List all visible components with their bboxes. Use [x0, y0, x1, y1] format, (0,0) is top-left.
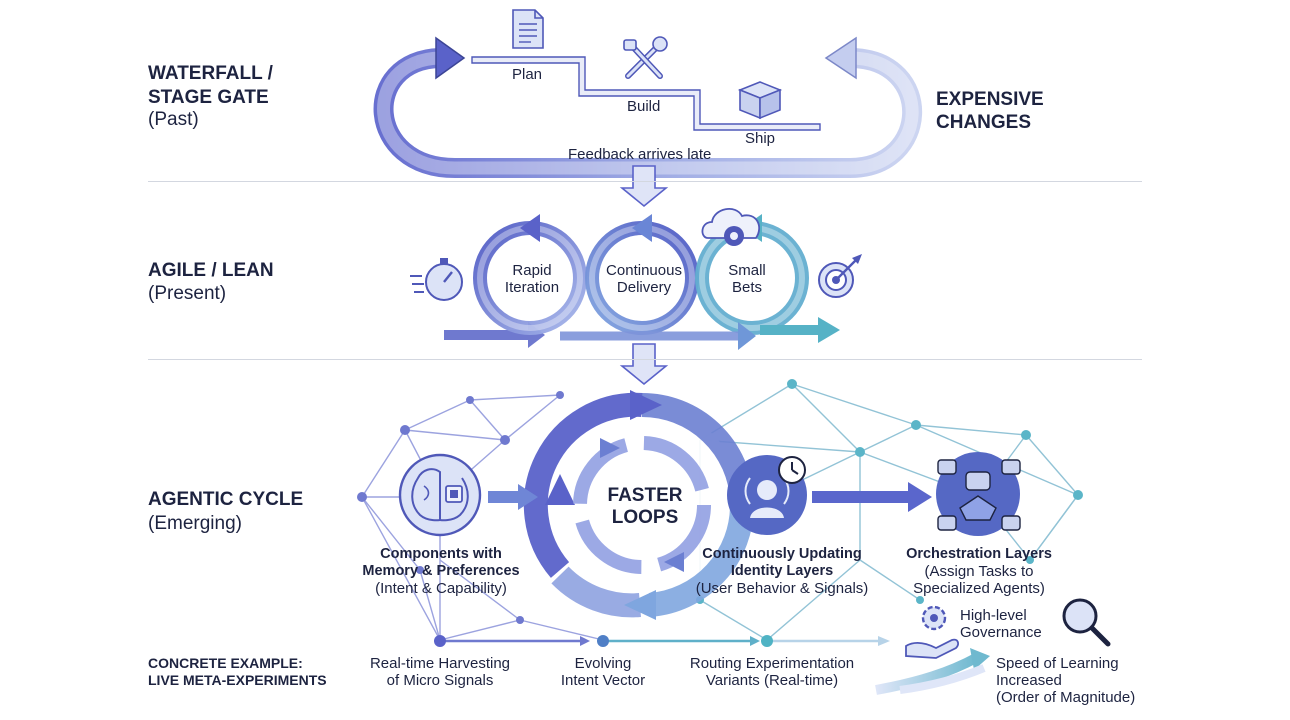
identity-line3: (User Behavior & Signals): [695, 580, 869, 597]
expensive-changes-line2: CHANGES: [936, 112, 1032, 133]
identity-line2: Identity Layers: [730, 563, 834, 579]
loop-small-bets-line2: Bets: [731, 279, 763, 296]
identity-person-icon: [727, 455, 807, 535]
loop-rapid-iteration-line1: Rapid: [512, 262, 552, 279]
waterfall-title-line1: WATERFALL /: [148, 63, 273, 84]
example-flow-line: [434, 635, 890, 647]
speed-line1: Speed of Learning: [996, 655, 1119, 672]
governance-line2: Governance: [960, 624, 1042, 641]
orchestration-line1: Orchestration Layers: [906, 546, 1052, 562]
magnifier-icon: [1062, 598, 1111, 647]
speed-line2: Increased: [996, 672, 1062, 689]
example-step-harvesting-line2: of Micro Signals: [386, 672, 494, 689]
target-icon: [818, 254, 862, 298]
components-line2: Memory & Preferences: [362, 563, 520, 579]
orchestration-line3: Specialized Agents): [913, 580, 1045, 597]
agents-robots-icon: [936, 452, 1021, 536]
loop-small-bets-line1: Small: [728, 262, 766, 279]
components-line3: (Intent & Capability): [375, 580, 507, 597]
brain-chip-icon: [398, 453, 482, 537]
speed-line3: (Order of Magnitude): [996, 689, 1136, 706]
loop-continuous-delivery-line1: Continuous: [606, 262, 682, 279]
divider-top: [148, 181, 1142, 182]
step-plan: Plan: [512, 66, 543, 83]
agentic-subtitle: (Emerging): [148, 513, 242, 534]
agile-subtitle: (Present): [148, 283, 227, 304]
agentic-title: AGENTIC CYCLE: [148, 489, 304, 510]
stopwatch-icon: [410, 258, 463, 301]
expensive-changes-line1: EXPENSIVE: [936, 89, 1044, 110]
governance-line1: High-level: [960, 607, 1027, 624]
feedback-label: Feedback arrives late: [568, 146, 712, 163]
faster-loops-line1: FASTER: [607, 485, 683, 506]
speed-arrows-icon: [875, 648, 990, 695]
example-step-routing-line2: Variants (Real-time): [705, 672, 839, 689]
faster-loops-rings: [523, 390, 756, 620]
cloud-gear-icon: [701, 208, 761, 246]
faster-loops-line2: LOOPS: [611, 507, 679, 528]
example-label-line2: LIVE META-EXPERIMENTS: [148, 672, 327, 688]
example-step-routing-line1: Routing Experimentation: [689, 655, 855, 672]
loop-rapid-iteration-line2: Iteration: [504, 279, 560, 296]
step-ship: Ship: [745, 130, 776, 147]
example-label-line1: CONCRETE EXAMPLE:: [148, 655, 303, 671]
example-step-harvesting-line1: Real-time Harvesting: [369, 655, 511, 672]
components-line1: Components with: [380, 546, 502, 562]
agile-title: AGILE / LEAN: [148, 260, 274, 281]
loop-continuous-delivery-line2: Delivery: [616, 279, 672, 296]
waterfall-title-line2: STAGE GATE: [148, 87, 269, 108]
waterfall-loop: [373, 36, 923, 208]
example-step-intent-line1: Evolving: [574, 655, 632, 672]
governance-gear-hand-icon: [905, 605, 959, 659]
waterfall-subtitle: (Past): [148, 109, 199, 130]
box-icon: [737, 81, 783, 120]
waterfall-steps: [471, 56, 821, 131]
agentic-flow-arrows: [488, 482, 932, 512]
document-icon: [512, 9, 544, 49]
example-step-intent-line2: Intent Vector: [560, 672, 646, 689]
identity-line1: Continuously Updating: [702, 546, 862, 562]
tools-icon: [623, 36, 668, 79]
divider-middle: [148, 359, 1142, 360]
orchestration-line2: (Assign Tasks to: [924, 563, 1034, 580]
step-build: Build: [627, 98, 661, 115]
